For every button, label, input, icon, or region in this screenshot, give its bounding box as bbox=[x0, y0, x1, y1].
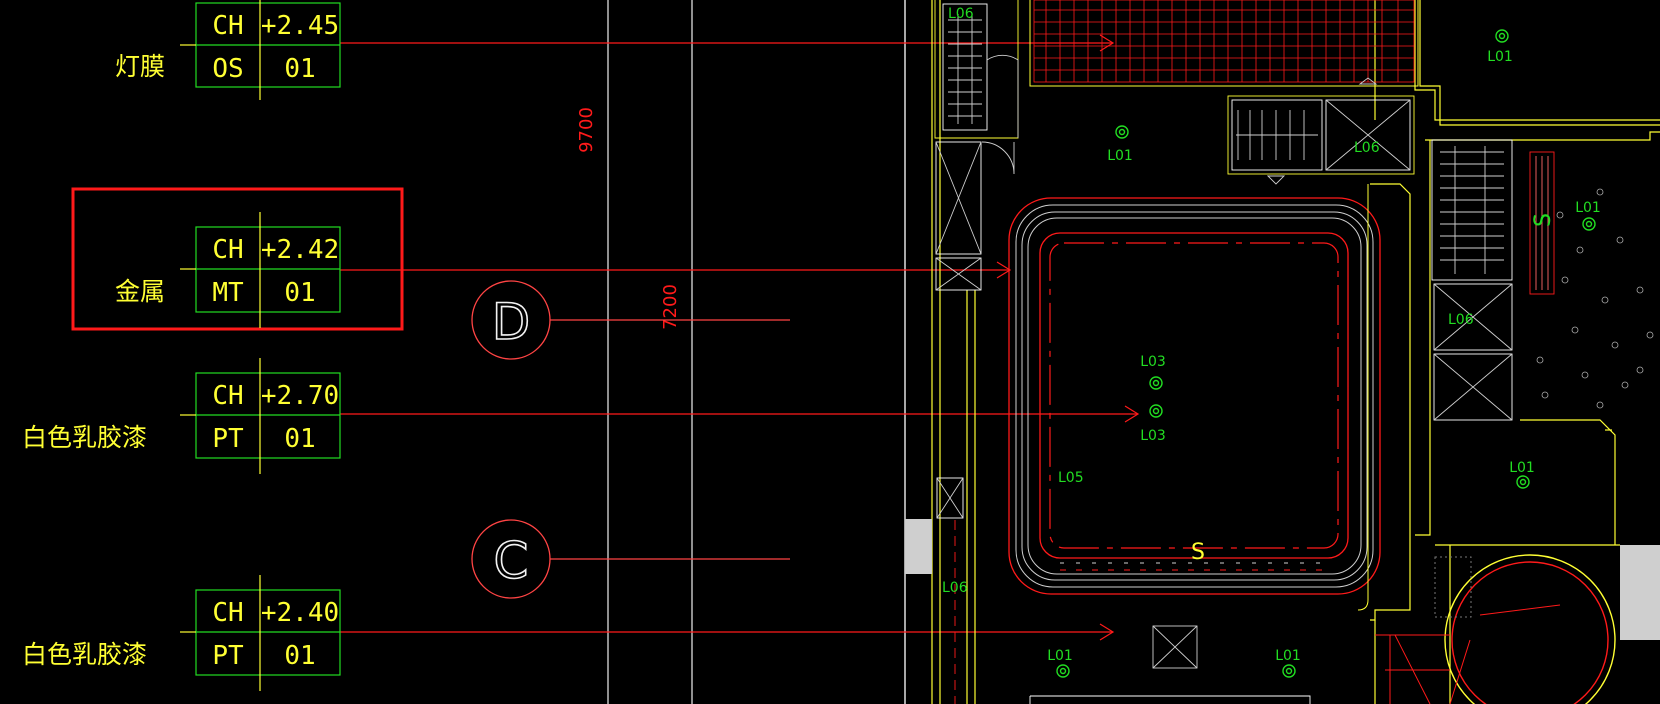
light-label: L01 bbox=[1509, 460, 1535, 476]
symbol-s: S bbox=[1191, 540, 1205, 565]
light-label: L01 bbox=[1275, 648, 1301, 664]
tag-number: 01 bbox=[284, 278, 315, 308]
light-label: L01 bbox=[1107, 148, 1133, 164]
utility-box bbox=[1029, 625, 1311, 704]
skylight-grid bbox=[1033, 0, 1415, 83]
grid-axis-label: C bbox=[494, 532, 529, 590]
grid-lines bbox=[607, 0, 906, 704]
tag-type-code: OS bbox=[212, 54, 243, 84]
tag-height: +2.70 bbox=[261, 381, 339, 411]
light-fixture-icon bbox=[1495, 29, 1509, 43]
grid-axis-c[interactable]: C bbox=[471, 519, 790, 599]
light-fixture-icon bbox=[1516, 475, 1530, 489]
light-fixtures bbox=[1056, 29, 1596, 678]
light-label: L01 bbox=[1575, 200, 1601, 216]
light-labels: L06 L01 L01 L06 L03 L03 L05 L01 L06 L01 … bbox=[942, 6, 1601, 664]
central-room bbox=[1008, 184, 1381, 611]
round-entrance bbox=[1375, 554, 1616, 704]
left-cabinet bbox=[934, 0, 1019, 704]
light-fixture-icon bbox=[1149, 404, 1163, 418]
light-label: L06 bbox=[1354, 140, 1380, 156]
material-tag-os[interactable]: CH +2.45 OS 01 灯膜 bbox=[115, 0, 341, 100]
grid-axis-d[interactable]: D bbox=[471, 280, 790, 360]
column-block bbox=[905, 519, 932, 574]
light-fixture-icon bbox=[1282, 664, 1296, 678]
light-label: L06 bbox=[1448, 312, 1474, 328]
light-fixture-icon bbox=[1149, 376, 1163, 390]
skylight-frame bbox=[1029, 0, 1419, 87]
tag-ch-code: CH bbox=[212, 11, 243, 41]
material-name: 灯膜 bbox=[115, 52, 165, 81]
highlight-box[interactable] bbox=[71, 187, 404, 331]
light-label: L06 bbox=[942, 580, 968, 596]
walls bbox=[931, 0, 1660, 704]
right-cabinet bbox=[1431, 139, 1555, 421]
floor-plan[interactable]: L06 L01 L01 L06 L03 L03 L05 L01 L06 L01 … bbox=[905, 0, 1660, 704]
dimension-7200: 7200 bbox=[660, 284, 681, 330]
light-label: L01 bbox=[1047, 648, 1073, 664]
gravel-pattern bbox=[1536, 188, 1654, 409]
light-label: L05 bbox=[1058, 470, 1084, 486]
tag-type-code: MT bbox=[212, 278, 244, 308]
light-fixture-icon bbox=[1582, 217, 1596, 231]
material-name: 金属 bbox=[115, 277, 165, 306]
tag-number: 01 bbox=[284, 424, 315, 454]
material-tag-pt-1[interactable]: CH +2.70 PT 01 白色乳胶漆 bbox=[22, 358, 341, 474]
light-fixture-icon bbox=[1115, 125, 1129, 139]
grid-axis-label: D bbox=[492, 293, 531, 351]
tag-ch-code: CH bbox=[212, 235, 243, 265]
light-fixture-icon bbox=[1056, 664, 1070, 678]
tag-number: 01 bbox=[284, 641, 315, 671]
light-label: L03 bbox=[1140, 428, 1166, 444]
material-name: 白色乳胶漆 bbox=[22, 423, 147, 452]
symbol-s: S bbox=[1531, 213, 1556, 227]
tag-type-code: PT bbox=[212, 424, 244, 454]
tag-type-code: PT bbox=[212, 641, 244, 671]
leader-lines bbox=[340, 34, 1140, 641]
material-tag-pt-2[interactable]: CH +2.40 PT 01 白色乳胶漆 bbox=[22, 575, 341, 691]
tag-number: 01 bbox=[284, 54, 315, 84]
tag-height: +2.42 bbox=[261, 235, 339, 265]
column-block bbox=[1620, 545, 1660, 640]
tag-height: +2.45 bbox=[261, 11, 339, 41]
tag-ch-code: CH bbox=[212, 598, 243, 628]
cabinet-pair bbox=[1227, 77, 1415, 185]
tag-ch-code: CH bbox=[212, 381, 243, 411]
light-label: L06 bbox=[948, 6, 974, 22]
light-label: L01 bbox=[1487, 49, 1513, 65]
tag-height: +2.40 bbox=[261, 598, 339, 628]
material-name: 白色乳胶漆 bbox=[22, 640, 147, 669]
material-tag-mt[interactable]: CH +2.42 MT 01 金属 bbox=[115, 212, 341, 328]
light-label: L03 bbox=[1140, 354, 1166, 370]
dimension-9700: 9700 bbox=[576, 107, 597, 153]
